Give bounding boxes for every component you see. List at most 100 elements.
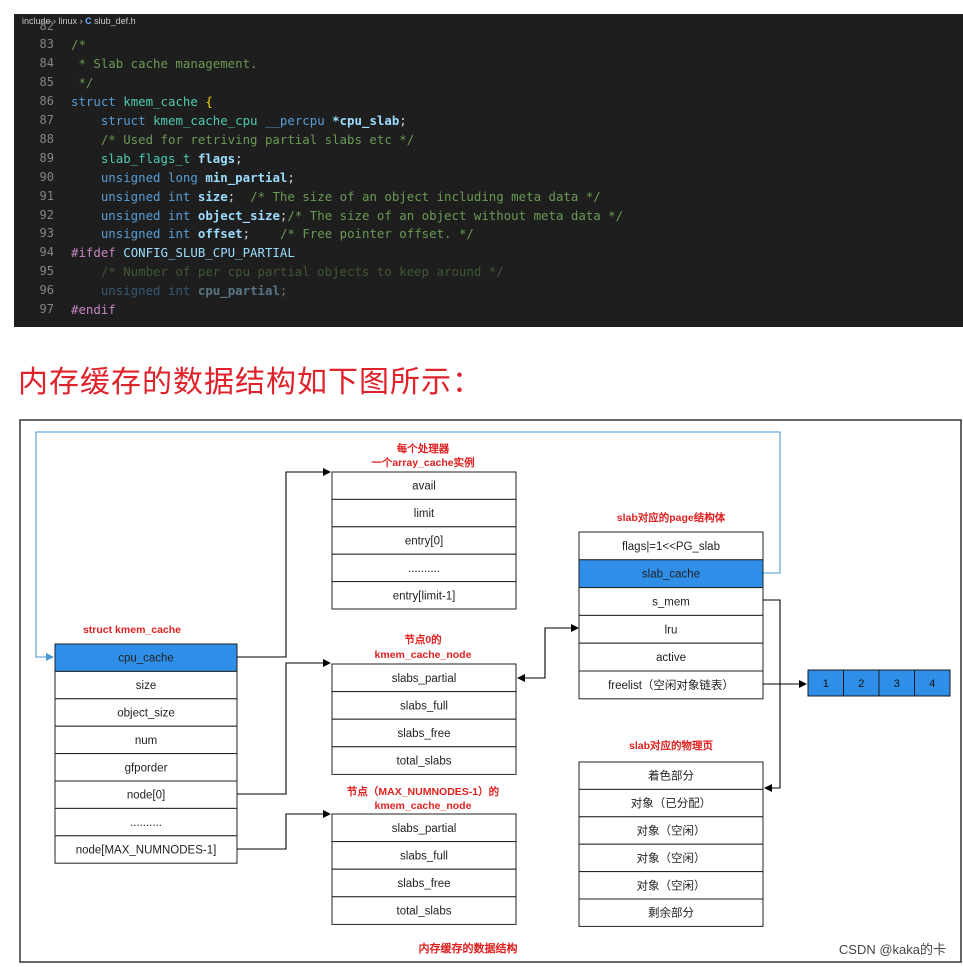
phys-table-field: 着色部分 [648, 769, 694, 783]
page-table-cell [578, 670, 764, 700]
code-line[interactable]: unsigned long min_partial; [100, 169, 295, 185]
line-number: 95 [39, 264, 54, 279]
connector-arrow [763, 599, 781, 792]
nodeN-table-field: slabs_free [397, 878, 450, 890]
nodeN-title-1: 节点（MAX_NUMNODES-1）的 [347, 785, 499, 798]
node0-table-field: total_slabs [397, 756, 452, 768]
line-number: 87 [39, 113, 54, 128]
kmem-cache-table-field: object_size [117, 708, 175, 720]
connector-arrow [237, 468, 331, 658]
array-cache-table-cell [331, 471, 517, 500]
code-line[interactable]: unsigned int offset; /* Free pointer off… [100, 226, 474, 242]
diagram-boxes: struct kmem_cachecpu_cachesizeobject_siz… [54, 442, 951, 927]
node0-table-cell [331, 691, 517, 720]
array-cache-table-field: .......... [408, 563, 440, 575]
line-number: 90 [39, 169, 54, 184]
node0-title-2: kmem_cache_node [375, 649, 472, 661]
nodeN-table-cell [331, 868, 517, 898]
connector-arrow [35, 431, 781, 661]
phys-table-field: 对象（空闲） [637, 824, 706, 838]
array-cache-table-field: entry[limit-1] [393, 590, 456, 602]
code-line[interactable]: /* Number of per cpu partial objects to … [100, 264, 504, 280]
line-number: 84 [39, 56, 54, 71]
line-number: 91 [39, 188, 54, 203]
phys-table-field: 对象（空闲） [637, 878, 706, 892]
line-number: 92 [39, 207, 54, 222]
nodeN-title-2: kmem_cache_node [375, 800, 472, 812]
line-number: 82 [39, 18, 54, 33]
array-cache-table-field: entry[0] [405, 536, 443, 548]
code-line[interactable]: struct kmem_cache_cpu __percpu *cpu_slab… [100, 113, 407, 129]
code-line[interactable]: /* Used for retriving partial slabs etc … [100, 131, 415, 147]
phys-table-cell [578, 871, 764, 900]
phys-table-field: 剩余部分 [648, 906, 694, 920]
array-cache-title-1: 每个处理器 [397, 442, 450, 455]
nodeN-table-cell [331, 813, 517, 843]
phys-table-cell [578, 761, 764, 790]
node0-table: slabs_partialslabs_fullslabs_freetotal_s… [331, 663, 517, 775]
code-line[interactable]: struct kmem_cache { [71, 94, 213, 110]
phys-table-field: 对象（已分配） [631, 796, 712, 810]
slab-diagram: struct kmem_cachecpu_cachesizeobject_siz… [19, 419, 962, 963]
code-line[interactable]: unsigned int cpu_partial; [100, 283, 288, 299]
array-cache-table-cell [331, 498, 517, 528]
array-cache-table-cell [331, 526, 517, 555]
line-number: 86 [39, 94, 54, 109]
code-line[interactable]: #ifdef CONFIG_SLUB_CPU_PARTIAL [71, 245, 295, 261]
phys-table-cell [578, 788, 764, 818]
array-cache-table-cell [331, 581, 517, 610]
page-table-cell [578, 531, 764, 561]
freelist-object [914, 669, 951, 697]
line-number: 96 [39, 283, 54, 298]
freelist-object [843, 669, 880, 697]
breadcrumb-file[interactable]: slub_def.h [94, 16, 136, 26]
kmem-cache-table-field: node[MAX_NUMNODES-1] [76, 845, 217, 857]
code-line[interactable]: #endif [71, 302, 116, 318]
code-line[interactable]: * Slab cache management. [71, 56, 258, 72]
page-table-field: lru [665, 624, 678, 636]
page-table-field: s_mem [652, 597, 690, 609]
line-number: 88 [39, 131, 54, 146]
kmem-cache-table-field: node[0] [127, 790, 165, 802]
kmem-cache-table-cell [54, 670, 238, 700]
breadcrumb: include › linux › C slub_def.h [22, 16, 136, 26]
node0-table-field: slabs_full [400, 700, 448, 712]
kmem-cache-table-cell [54, 780, 238, 809]
nodeN-table-cell [331, 896, 517, 925]
diagram-caption: 内存缓存的数据结构 [419, 941, 518, 955]
line-number: 97 [39, 302, 54, 317]
code-line[interactable]: /* [71, 37, 86, 53]
kmem-cache-table-cell [54, 725, 238, 755]
breadcrumb-include[interactable]: include [22, 16, 51, 26]
kmem-cache-table-field: gfporder [125, 762, 168, 774]
connector-arrow [237, 659, 331, 795]
code-line[interactable]: unsigned int object_size;/* The size of … [100, 207, 624, 223]
node0-table-field: slabs_partial [392, 673, 457, 685]
breadcrumb-linux[interactable]: linux [58, 16, 78, 26]
phys-table-cell [578, 843, 764, 873]
nodeN-table-field: slabs_full [400, 850, 448, 862]
node0-table-cell [331, 718, 517, 748]
array-cache-table-cell [331, 553, 517, 583]
kmem-cache-table-cell [54, 643, 238, 672]
chevron-right-icon: › [53, 16, 59, 26]
section-heading: 内存缓存的数据结构如下图所示： [18, 365, 483, 400]
phys-table-field: 对象（空闲） [637, 851, 706, 865]
code-line[interactable]: slab_flags_t flags; [100, 150, 243, 166]
chevron-right-icon: › [79, 16, 86, 26]
page-table-cell [578, 559, 764, 589]
code-line[interactable]: unsigned int size; /* The size of an obj… [100, 188, 601, 204]
kmem-cache-title: struct kmem_cache [83, 624, 181, 636]
line-number: 85 [39, 75, 54, 90]
phys-title: slab对应的物理页 [629, 739, 714, 752]
freelist-object [878, 669, 915, 697]
code-line[interactable]: */ [71, 75, 94, 91]
line-number: 94 [39, 245, 54, 260]
page-table-cell [578, 642, 764, 672]
nodeN-table: slabs_partialslabs_fullslabs_freetotal_s… [331, 813, 517, 925]
freelist-object-label: 2 [858, 678, 864, 690]
nodeN-table-cell [331, 841, 517, 870]
